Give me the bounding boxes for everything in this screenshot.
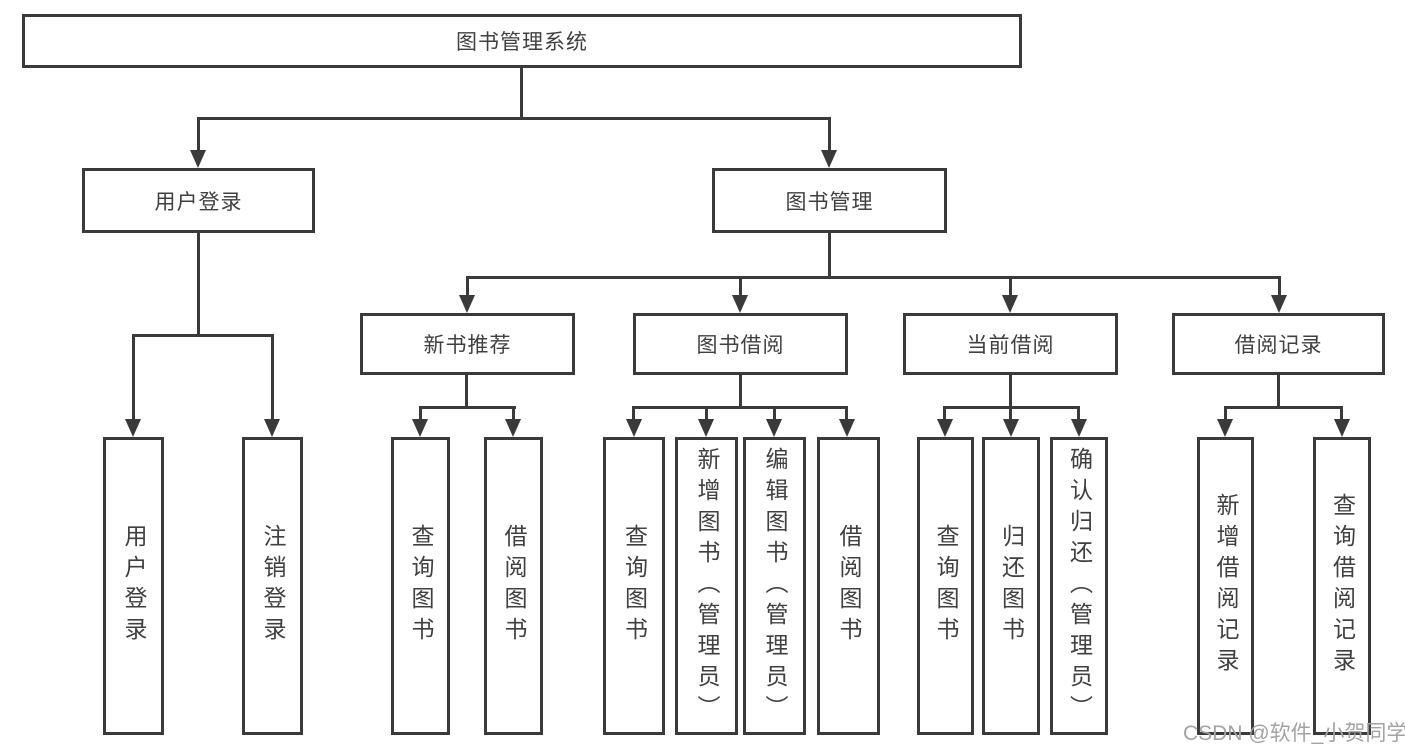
arrowhead-logout-leaf: [264, 419, 280, 437]
arrowhead-current-query: [937, 419, 953, 437]
arrowhead-borrow: [732, 295, 748, 313]
arrowhead-book-mgmt: [821, 150, 837, 168]
leaf-recommend-borrow-books: 借阅图书: [484, 437, 543, 735]
leaf-current-confirm-return: 确认归还（管理员）: [1050, 437, 1108, 735]
connector-current-stem: [1009, 375, 1012, 408]
leaf-recommend-query-books: 查询图书: [391, 437, 450, 735]
connector-drop-borrow-query: [632, 406, 635, 421]
connector-user-login-bar: [132, 334, 274, 337]
leaf-borrow-query-books: 查询图书: [603, 437, 665, 735]
node-user-login-label: 用户登录: [154, 190, 243, 214]
connector-root-bar: [197, 117, 831, 120]
leaf-borrow-edit-books: 编辑图书（管理员）: [743, 437, 806, 735]
leaf-current-query-books: 查询图书: [917, 437, 974, 735]
connector-drop-borrow: [739, 276, 742, 297]
leaf-record-query: 查询借阅记录: [1313, 437, 1371, 735]
arrowhead-borrow-borrow: [839, 419, 855, 437]
connector-drop-record: [1278, 276, 1281, 297]
arrowhead-user-login: [190, 150, 206, 168]
leaf-borrow-add-books-label: 新增图书（管理员）: [694, 446, 720, 726]
connector-borrow-bar: [632, 406, 848, 409]
connector-drop-recommend: [466, 276, 469, 297]
node-book-borrow: 图书借阅: [633, 313, 848, 375]
connector-book-mgmt-bar: [466, 276, 1281, 279]
leaf-record-add: 新增借阅记录: [1197, 437, 1254, 735]
arrowhead-current-confirm: [1071, 419, 1087, 437]
node-new-book-recommend-label: 新书推荐: [423, 334, 512, 357]
arrowhead-current-return: [1003, 419, 1019, 437]
connector-root-stem: [520, 68, 523, 119]
connector-drop-current: [1009, 276, 1012, 297]
leaf-borrow-edit-books-label: 编辑图书（管理员）: [762, 446, 788, 726]
arrowhead-recommend-borrow: [505, 419, 521, 437]
leaf-record-query-label: 查询借阅记录: [1329, 493, 1356, 679]
arrowhead-login-leaf: [125, 419, 141, 437]
arrowhead-borrow-query: [626, 419, 642, 437]
csdn-watermark: CSDN @软件_小贺同学: [1183, 722, 1405, 745]
connector-drop-recommend-borrow: [512, 406, 515, 421]
leaf-borrow-query-books-label: 查询图书: [621, 524, 648, 648]
node-book-mgmt: 图书管理: [712, 168, 947, 233]
connector-borrow-stem: [739, 375, 742, 408]
leaf-borrow-borrow-books: 借阅图书: [817, 437, 880, 735]
node-borrow-record-label: 借阅记录: [1234, 334, 1323, 357]
connector-drop-record-query: [1340, 406, 1343, 421]
connector-record-bar: [1224, 406, 1343, 409]
connector-drop-book-mgmt: [828, 117, 831, 151]
leaf-borrow-add-books: 新增图书（管理员）: [675, 437, 738, 735]
node-new-book-recommend: 新书推荐: [360, 313, 575, 375]
connector-drop-current-confirm: [1077, 406, 1080, 421]
leaf-user-login: 用户登录: [103, 437, 164, 735]
arrowhead-record-add: [1217, 419, 1233, 437]
node-current-borrow: 当前借阅: [903, 313, 1118, 375]
connector-record-stem: [1277, 375, 1280, 408]
node-book-borrow-label: 图书借阅: [696, 334, 785, 357]
leaf-current-confirm-return-label: 确认归还（管理员）: [1066, 446, 1093, 726]
arrowhead-record-query: [1334, 419, 1350, 437]
node-book-mgmt-label: 图书管理: [785, 190, 874, 214]
arrowhead-borrow-add: [698, 419, 714, 437]
leaf-user-login-label: 用户登录: [121, 524, 147, 648]
arrowhead-borrow-edit: [766, 419, 782, 437]
leaf-logout-label: 注销登录: [260, 524, 286, 648]
connector-recommend-stem: [465, 375, 468, 408]
arrowhead-recommend-query: [412, 419, 428, 437]
connector-drop-borrow-edit: [773, 406, 776, 421]
connector-drop-borrow-add: [705, 406, 708, 421]
arrowhead-current: [1002, 295, 1018, 313]
connector-user-login-stem: [197, 233, 200, 336]
node-current-borrow-label: 当前借阅: [966, 334, 1055, 357]
connector-recommend-bar: [419, 406, 516, 409]
leaf-current-return-books-label: 归还图书: [998, 524, 1025, 648]
node-root-label: 图书管理系统: [456, 31, 588, 54]
node-borrow-record: 借阅记录: [1172, 313, 1385, 375]
leaf-recommend-borrow-books-label: 借阅图书: [501, 524, 527, 648]
arrowhead-record: [1271, 295, 1287, 313]
connector-book-mgmt-stem: [828, 233, 831, 278]
leaf-borrow-borrow-books-label: 借阅图书: [836, 524, 862, 648]
node-user-login: 用户登录: [82, 168, 315, 233]
connector-drop-login-leaf: [132, 334, 135, 421]
connector-drop-borrow-borrow: [845, 406, 848, 421]
arrowhead-recommend: [459, 295, 475, 313]
leaf-current-return-books: 归还图书: [982, 437, 1040, 735]
connector-drop-current-return: [1009, 406, 1012, 421]
connector-drop-record-add: [1224, 406, 1227, 421]
leaf-current-query-books-label: 查询图书: [933, 524, 959, 648]
connector-drop-recommend-query: [419, 406, 422, 421]
node-root: 图书管理系统: [22, 14, 1022, 68]
leaf-record-add-label: 新增借阅记录: [1213, 493, 1239, 679]
connector-drop-logout-leaf: [271, 334, 274, 421]
leaf-logout: 注销登录: [242, 437, 303, 735]
connector-drop-current-query: [943, 406, 946, 421]
connector-drop-user-login: [197, 117, 200, 151]
leaf-recommend-query-books-label: 查询图书: [408, 524, 434, 648]
